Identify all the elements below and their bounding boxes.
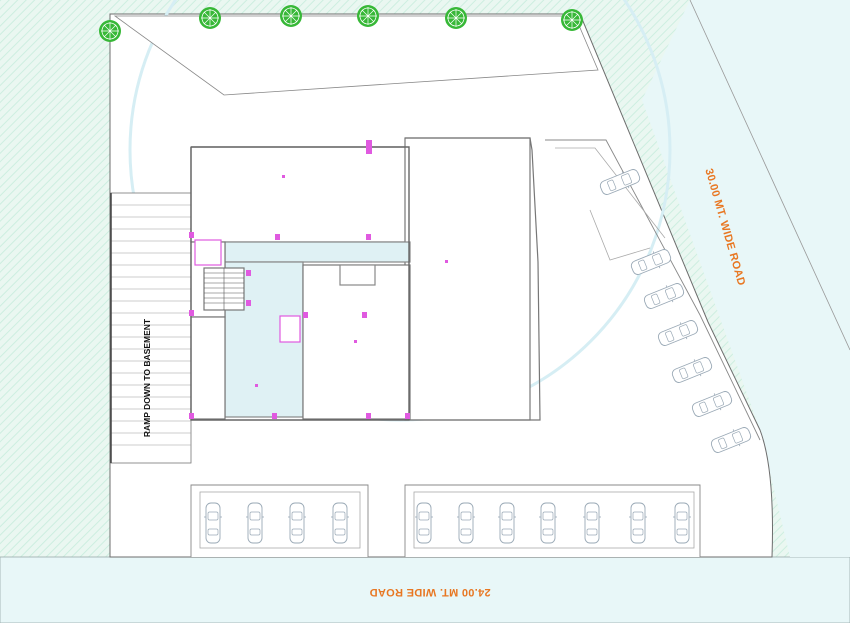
ramp-label: RAMP DOWN TO BASEMENT bbox=[142, 318, 152, 437]
north-landscape-strip bbox=[113, 15, 599, 96]
hall-room bbox=[190, 146, 410, 243]
car-icon bbox=[582, 502, 602, 544]
parking-bay-east bbox=[545, 139, 761, 441]
car-icon bbox=[414, 502, 434, 544]
tree-icon bbox=[356, 4, 380, 28]
tree-icon bbox=[279, 4, 303, 28]
lift-2 bbox=[279, 315, 301, 343]
large-hall bbox=[404, 137, 531, 421]
car-icon bbox=[456, 502, 476, 544]
lift-1 bbox=[194, 239, 222, 266]
south-road bbox=[0, 556, 850, 623]
toilet-room bbox=[190, 316, 226, 420]
tree-icon bbox=[98, 19, 122, 43]
car-icon bbox=[672, 502, 692, 544]
car-icon bbox=[203, 502, 223, 544]
tree-icon bbox=[444, 6, 468, 30]
tree-icon bbox=[560, 8, 584, 32]
car-icon bbox=[330, 502, 350, 544]
car-icon bbox=[538, 502, 558, 544]
east-road bbox=[642, 0, 850, 557]
car-icon bbox=[497, 502, 517, 544]
car-icon bbox=[628, 502, 648, 544]
building bbox=[190, 137, 541, 421]
ramp bbox=[110, 192, 192, 464]
room-marks bbox=[255, 175, 448, 387]
car-icon bbox=[287, 502, 307, 544]
south-road-label: 24.00 MT. WIDE ROAD bbox=[369, 586, 490, 598]
parking-bay-south-west bbox=[190, 484, 369, 557]
car-icon bbox=[245, 502, 265, 544]
columns bbox=[189, 140, 410, 419]
tree-icon bbox=[198, 6, 222, 30]
